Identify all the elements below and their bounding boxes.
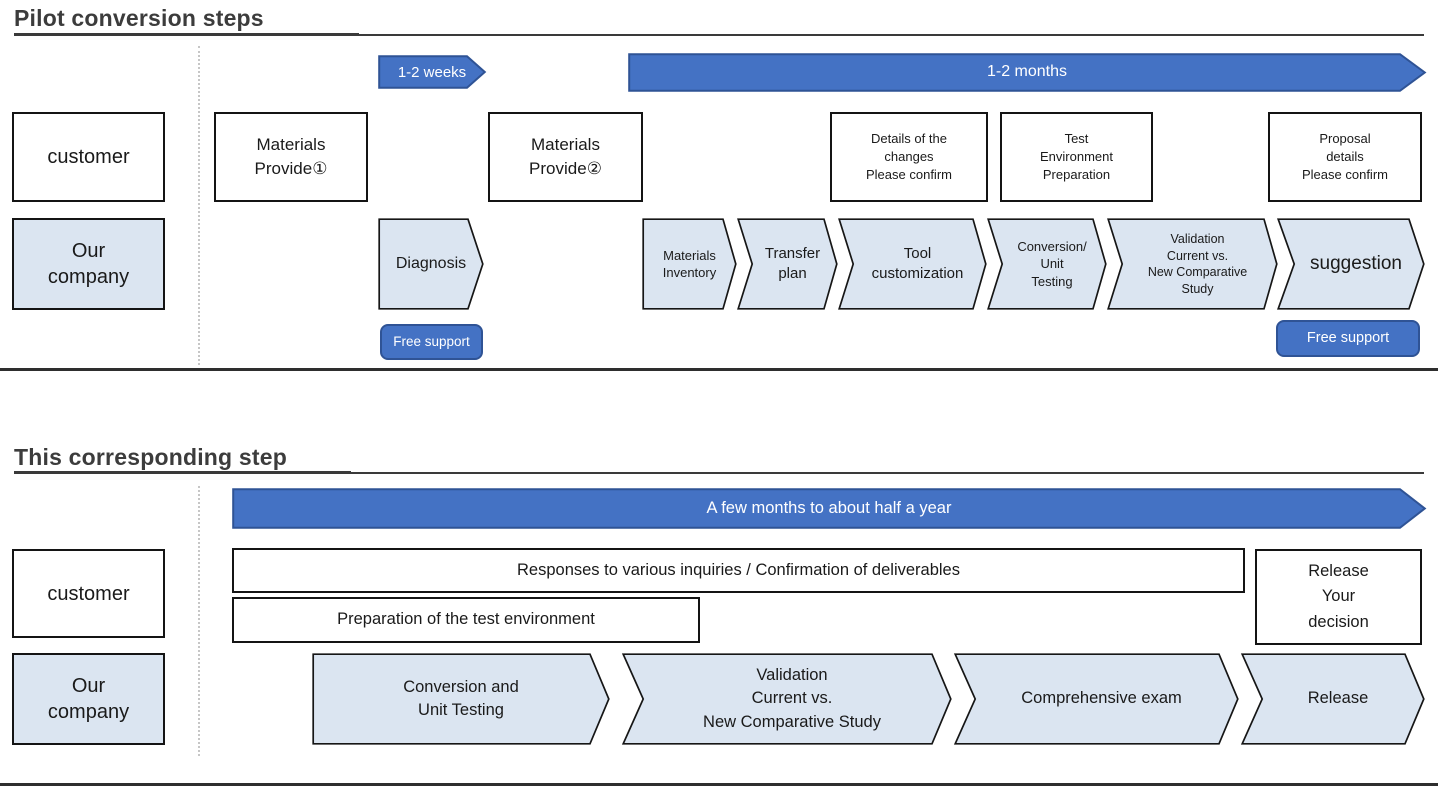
step-diagnosis: Diagnosis	[378, 218, 484, 310]
step-label: Conversion/ Unit Testing	[1017, 239, 1087, 289]
step-validation-comparative-study: Validation Current vs. New Comparative S…	[621, 653, 952, 745]
step-preparation-test-environment: Preparation of the test environment	[232, 597, 700, 643]
step-label: Release	[1307, 689, 1369, 708]
badge-label: Free support	[1306, 330, 1390, 347]
step-release: Release	[1240, 653, 1425, 745]
step-label: Conversion and Unit Testing	[403, 677, 519, 719]
customer-label-box: customer	[12, 112, 165, 202]
title-underline-thin	[359, 34, 1424, 36]
step-label: Details of the changes Please confirm	[866, 130, 952, 183]
step-proposal-details: Proposal details Please confirm	[1268, 112, 1422, 202]
step-label: Materials Provide②	[529, 135, 602, 178]
free-support-badge-right: Free support	[1276, 320, 1420, 357]
company-label-box: Our company	[12, 218, 165, 310]
step-comprehensive-exam: Comprehensive exam	[953, 653, 1239, 745]
duration-banner-months-label: 1-2 months	[986, 63, 1068, 81]
company-label: Our company	[47, 239, 130, 288]
step-label: Release Your decision	[1308, 561, 1369, 631]
step-transfer-plan: Transfer plan	[737, 218, 838, 310]
badge-label: Free support	[393, 333, 470, 349]
step-validation-comparative-study: Validation Current vs. New Comparative S…	[1107, 218, 1278, 310]
step-suggestion: suggestion	[1276, 218, 1425, 310]
title-underline-thick	[14, 33, 359, 36]
company-label-box: Our company	[12, 653, 165, 745]
step-label: Validation Current vs. New Comparative S…	[1147, 232, 1248, 296]
duration-banner-weeks: 1-2 weeks	[378, 55, 487, 89]
step-label: suggestion	[1310, 252, 1402, 274]
step-label: Diagnosis	[395, 254, 467, 272]
step-conversion-and-unit-testing: Conversion and Unit Testing	[312, 653, 610, 745]
customer-label: customer	[47, 582, 130, 605]
duration-banner-half-year-label: A few months to about half a year	[706, 498, 952, 517]
step-tool-customization: Tool customization	[838, 218, 987, 310]
step-details-of-changes: Details of the changes Please confirm	[830, 112, 988, 202]
title-underline-thin	[351, 472, 1424, 474]
step-label: Materials Inventory	[662, 247, 717, 280]
step-materials-provide-1: Materials Provide①	[214, 112, 368, 202]
step-label: Proposal details Please confirm	[1302, 130, 1388, 183]
timeline-dotted-divider	[198, 486, 200, 756]
section-pilot-title: Pilot conversion steps	[14, 5, 264, 31]
duration-banner-half-year: A few months to about half a year	[232, 488, 1427, 529]
customer-label: customer	[47, 146, 130, 168]
duration-banner-months: 1-2 months	[628, 53, 1427, 92]
section-divider	[0, 783, 1438, 786]
step-responses-confirmation: Responses to various inquiries / Confirm…	[232, 548, 1245, 593]
step-materials-provide-2: Materials Provide②	[488, 112, 643, 202]
step-label: Tool customization	[871, 245, 964, 282]
step-label: Materials Provide①	[254, 135, 328, 178]
title-underline-thick	[14, 471, 351, 474]
free-support-badge-left: Free support	[380, 324, 483, 360]
step-label: Comprehensive exam	[1021, 689, 1182, 708]
step-label: Responses to various inquiries / Confirm…	[517, 560, 960, 579]
step-test-environment-preparation: Test Environment Preparation	[1000, 112, 1153, 202]
customer-label-box: customer	[12, 549, 165, 638]
step-release-your-decision: Release Your decision	[1255, 549, 1422, 645]
step-materials-inventory: Materials Inventory	[642, 218, 737, 310]
step-label: Validation Current vs. New Comparative S…	[703, 666, 881, 731]
step-conversion-unit-testing: Conversion/ Unit Testing	[987, 218, 1107, 310]
section-current-title: This corresponding step	[14, 444, 287, 470]
company-label: Our company	[47, 674, 130, 723]
section-divider	[0, 368, 1438, 371]
duration-banner-weeks-label: 1-2 weeks	[397, 63, 467, 81]
step-label: Transfer plan	[764, 245, 821, 282]
timeline-dotted-divider	[198, 46, 200, 365]
step-label: Preparation of the test environment	[337, 610, 595, 629]
step-label: Test Environment Preparation	[1040, 130, 1113, 183]
